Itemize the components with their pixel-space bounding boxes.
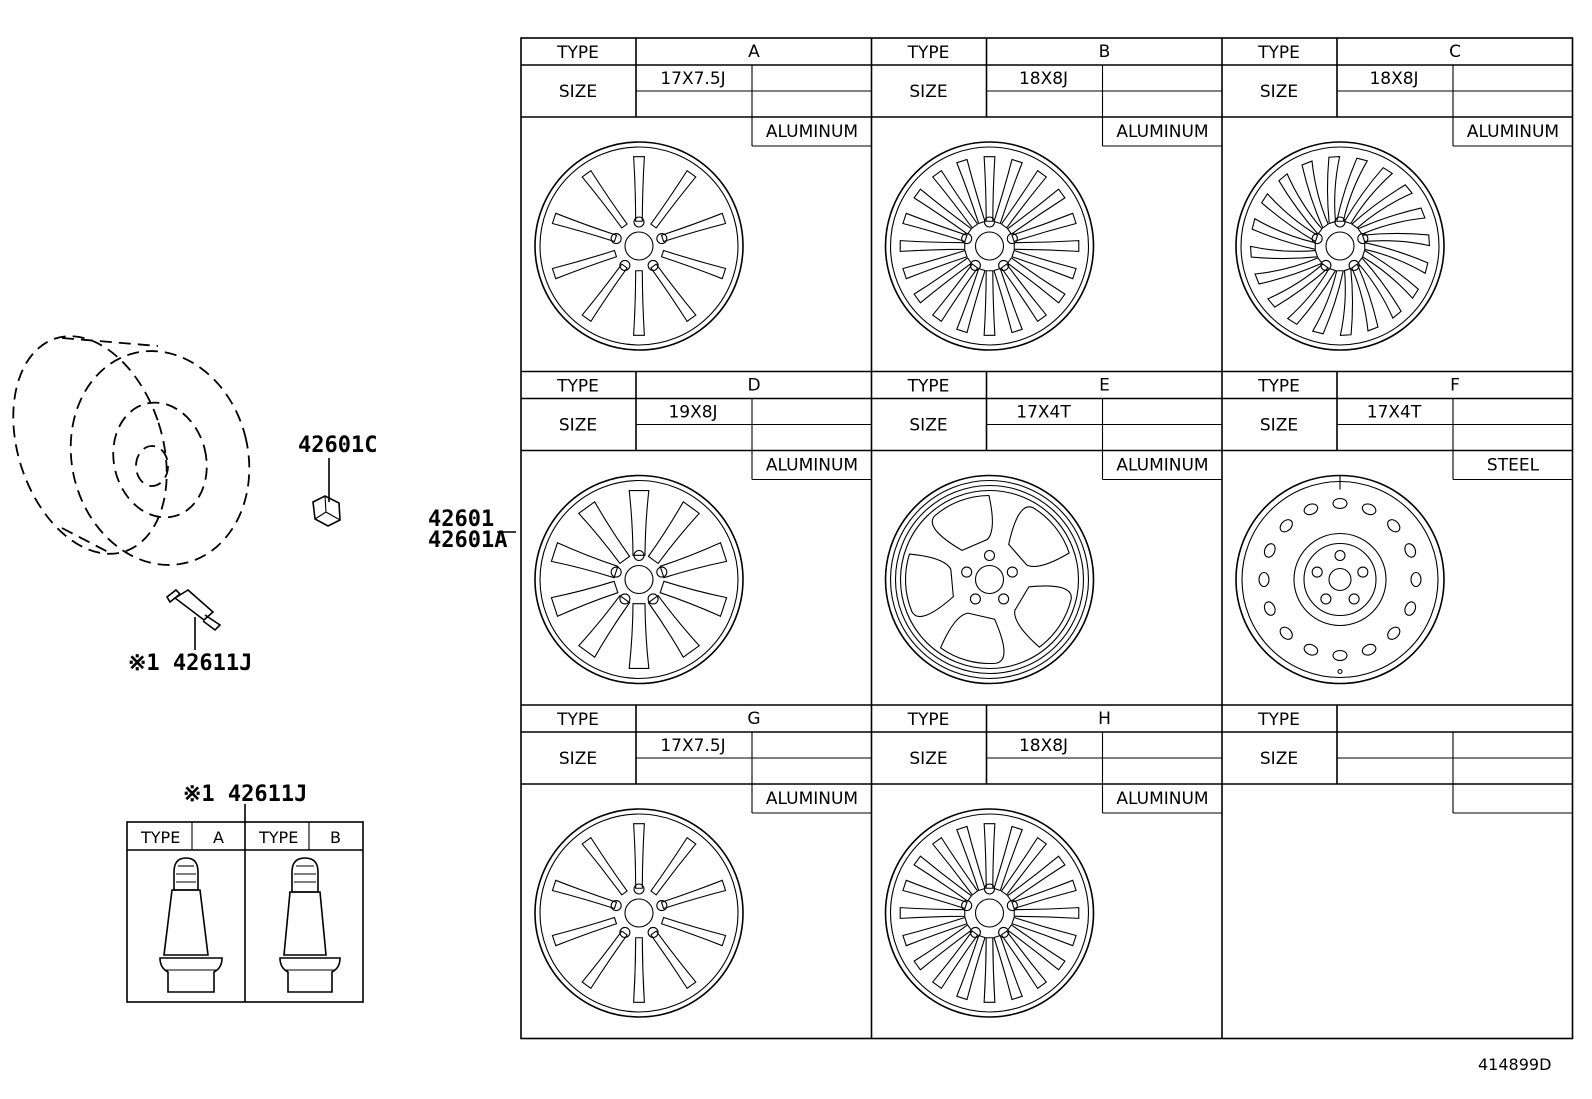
- material-value: ALUMINUM: [1116, 789, 1208, 809]
- size-value: 17X7.5J: [660, 736, 725, 756]
- wheel-callout-alt: 42601A: [428, 528, 507, 553]
- type-label: TYPE: [556, 377, 599, 397]
- lug-nut-icon: [312, 458, 341, 527]
- type-value: A: [748, 42, 760, 62]
- wheel-steel-holes-icon: [1235, 474, 1445, 685]
- valve-a-icon: [159, 857, 223, 993]
- type-label: TYPE: [556, 43, 599, 63]
- wheel-cell-b: TYPE SIZE B 18X8J ALUMINUM: [871, 38, 1222, 351]
- wheel-cell-f: TYPE SIZE F 17X4T STEEL: [1222, 371, 1573, 685]
- wheel-cell-h: TYPE SIZE H 18X8J ALUMINUM: [871, 705, 1222, 1018]
- size-label: SIZE: [1260, 82, 1298, 102]
- size-value: 19X8J: [668, 403, 717, 423]
- valve-type-table: ※1 42611J TYPE A TYPE B: [126, 782, 364, 1003]
- size-label: SIZE: [909, 416, 947, 436]
- valve-callout-bottom: ※1 42611J: [183, 782, 307, 807]
- type-label: TYPE: [1257, 710, 1300, 730]
- material-value: ALUMINUM: [1467, 122, 1559, 142]
- size-label: SIZE: [559, 749, 597, 769]
- wheel-callout-main: 42601: [428, 507, 494, 532]
- wheel-cell-d: TYPE SIZE D 19X8J ALUMINUM: [521, 371, 872, 685]
- wheel-twin-spoke-10-icon: [534, 141, 744, 351]
- type-label: TYPE: [1257, 43, 1300, 63]
- wheel-split-spoke-10-icon: [534, 474, 744, 685]
- material-value: STEEL: [1487, 456, 1540, 476]
- size-value: 18X8J: [1369, 69, 1418, 89]
- wheel-type-grid: TYPE SIZE A 17X7.5J ALUMINUM TYPE SIZE B 18X8J AL…: [520, 37, 1574, 1040]
- material-value: ALUMINUM: [766, 456, 858, 476]
- valve-type-label-a: TYPE: [140, 828, 180, 847]
- size-label: SIZE: [1260, 416, 1298, 436]
- type-label: TYPE: [556, 710, 599, 730]
- type-label: TYPE: [1257, 377, 1300, 397]
- wheel-cell-blank: TYPE SIZE: [1222, 705, 1573, 814]
- valve-b-icon: [279, 857, 341, 993]
- wheel-cell-g: TYPE SIZE G 17X7.5J ALUMINUM: [521, 705, 872, 1018]
- valve-stem-icon: [165, 588, 222, 650]
- size-value: 17X7.5J: [660, 69, 725, 89]
- wheel-turbine-20-icon: [1235, 141, 1445, 351]
- wheel-multi-spoke-20-icon: [884, 141, 1095, 351]
- size-label: SIZE: [909, 749, 947, 769]
- size-label: SIZE: [1260, 749, 1298, 769]
- material-value: ALUMINUM: [1116, 122, 1208, 142]
- size-value: 17X4T: [1367, 403, 1422, 423]
- type-label: TYPE: [907, 710, 950, 730]
- wheel-twin-spoke-10-icon: [534, 808, 744, 1018]
- material-value: ALUMINUM: [766, 789, 858, 809]
- diagram-code: 414899D: [1478, 1055, 1551, 1074]
- size-label: SIZE: [559, 416, 597, 436]
- size-value: 17X4T: [1016, 403, 1071, 423]
- wheel-cell-c: TYPE SIZE C 18X8J ALUMINUM: [1222, 38, 1573, 351]
- type-label: TYPE: [907, 377, 950, 397]
- nut-callout: 42601C: [298, 433, 377, 458]
- type-value: H: [1098, 709, 1111, 729]
- type-value: D: [747, 376, 760, 396]
- tire-assembly-illustration: [12, 335, 251, 566]
- valve-callout-top: ※1 42611J: [128, 651, 252, 676]
- size-label: SIZE: [559, 82, 597, 102]
- type-value: B: [1099, 42, 1111, 62]
- grid-frame: [520, 37, 1574, 1040]
- type-label: TYPE: [907, 43, 950, 63]
- type-value: C: [1449, 42, 1461, 62]
- material-value: ALUMINUM: [766, 122, 858, 142]
- wheel-multi-spoke-20-icon: [884, 808, 1095, 1018]
- valve-type-value-a: A: [213, 828, 224, 847]
- valve-type-label-b: TYPE: [258, 828, 298, 847]
- wheel-five-spoke-icon: [884, 474, 1095, 685]
- size-label: SIZE: [909, 82, 947, 102]
- type-value: E: [1099, 376, 1110, 396]
- valve-type-value-b: B: [330, 828, 341, 847]
- wheel-cell-a: TYPE SIZE A 17X7.5J ALUMINUM: [521, 38, 872, 351]
- type-value: F: [1450, 376, 1460, 396]
- size-value: 18X8J: [1019, 736, 1068, 756]
- size-value: 18X8J: [1019, 69, 1068, 89]
- wheel-cell-e: TYPE SIZE E 17X4T ALUMINUM: [871, 371, 1222, 685]
- material-value: ALUMINUM: [1116, 456, 1208, 476]
- type-value: G: [747, 709, 760, 729]
